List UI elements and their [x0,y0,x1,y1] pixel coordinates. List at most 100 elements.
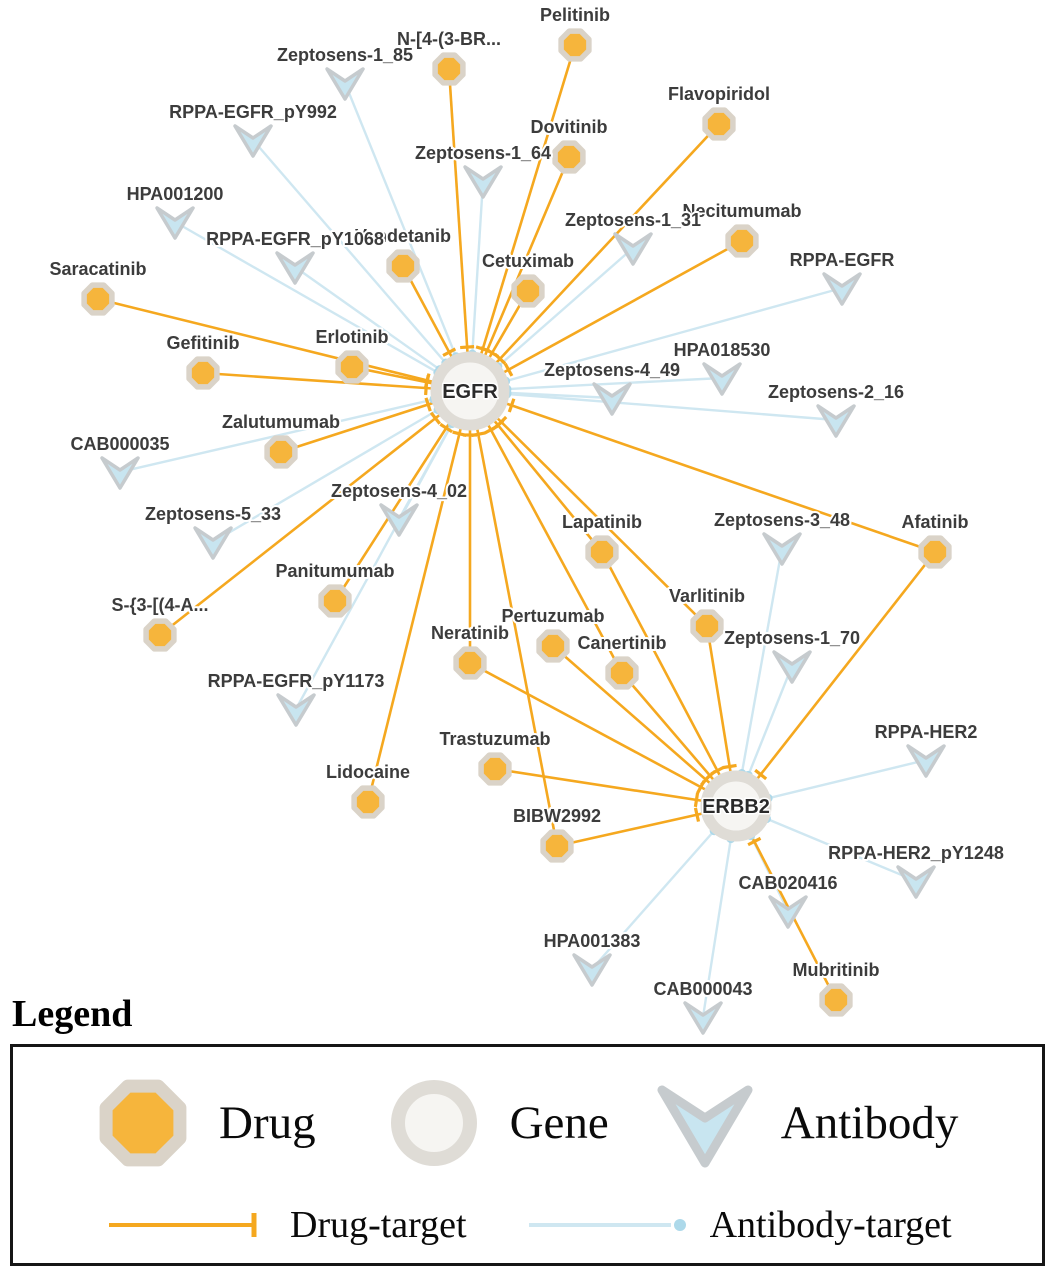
node-drug-n-4-3-br[interactable] [432,52,466,86]
node-drug-s-3-4-a[interactable] [143,618,177,652]
antibody-icon [657,1085,753,1168]
node-drug-necitumumab[interactable] [725,224,759,258]
drug-label-trastuzumab: Trastuzumab [439,729,550,749]
node-antibody-rppa-egfr[interactable] [822,272,862,306]
node-antibody-zeptosens-2-16[interactable] [816,404,856,438]
node-antibody-zeptosens-1-70[interactable] [772,650,812,684]
legend-item-antibody: Antibody [653,1071,958,1175]
node-gene-egfr[interactable] [430,351,510,431]
edge-tee-mubritinib [747,836,762,847]
drug-label-afatinib: Afatinib [902,512,969,532]
edge-drug-target-necitumumab [469,239,743,393]
node-antibody-rppa-egfr-py1068[interactable] [275,251,315,285]
drug-octagon-flavopiridol [702,107,736,141]
drug-label-varlitinib: Varlitinib [669,586,745,606]
node-drug-saracatinib[interactable] [81,282,115,316]
node-drug-afatinib[interactable] [918,535,952,569]
edge-drug-target-afatinib [734,551,937,807]
node-drug-cetuximab[interactable] [511,274,545,308]
antibody-chevron-rppa-egfr-py1173 [276,693,316,727]
edge-drug-target-lapatinib [600,551,738,807]
node-drug-trastuzumab[interactable] [478,752,512,786]
drug-label-lidocaine: Lidocaine [326,762,410,782]
legend-title: Legend [12,993,133,1035]
drug-octagon-lapatinib [585,535,619,569]
drug-octagon-panitumumab [318,584,352,618]
node-drug-vandetanib[interactable] [386,249,420,283]
node-antibody-zeptosens-5-33[interactable] [193,526,233,560]
edge-drug-target-bibw2992 [468,390,559,847]
node-gene-erbb2[interactable] [700,770,772,842]
edge-drug-target-neratinib [469,661,737,808]
edge-antibody-target-rppa-egfr-py992 [252,139,471,392]
drug-octagon-pelitinib [558,28,592,62]
node-drug-canertinib[interactable] [605,656,639,690]
node-antibody-zeptosens-3-48[interactable] [762,532,802,566]
drug-label-s-3-4-a: S-{3-[(4-A... [111,595,208,615]
antibody-label-rppa-egfr-py992: RPPA-EGFR_pY992 [169,102,337,122]
node-drug-dovitinib[interactable] [552,140,586,174]
node-antibody-rppa-her2-py1248[interactable] [896,865,936,899]
node-antibody-hpa001383[interactable] [572,953,612,987]
antibody-label-zeptosens-5-33: Zeptosens-5_33 [145,504,281,524]
node-drug-zalutumumab[interactable] [264,435,298,469]
antibody-chevron-zeptosens-1-64 [463,165,503,199]
edge-tee-panitumumab [439,422,453,434]
node-drug-flavopiridol[interactable] [702,107,736,141]
legend-item-antibody-target: Antibody-target [523,1203,952,1247]
node-antibody-zeptosens-1-85[interactable] [325,67,365,101]
node-antibody-zeptosens-1-64[interactable] [463,165,503,199]
drug-icon [99,1079,187,1167]
node-drug-pertuzumab[interactable] [536,629,570,663]
node-antibody-hpa001200[interactable] [155,206,195,240]
edge-drug-target-varlitinib [469,390,708,627]
antibody-chevron-zeptosens-2-16 [816,404,856,438]
drug-octagon-bibw2992 [540,829,574,863]
edge-tee-bibw2992 [471,431,486,438]
node-antibody-rppa-egfr-py992[interactable] [233,124,273,158]
node-drug-bibw2992[interactable] [540,829,574,863]
gene-label-egfr: EGFR [442,381,498,403]
antibody-chevron-hpa001200 [155,206,195,240]
node-antibody-cab000035[interactable] [100,456,140,490]
antibody-chevron-hpa001383 [572,953,612,987]
node-antibody-cab000043[interactable] [683,1001,723,1035]
edge-tee-n-4-3-br [460,345,475,350]
node-drug-panitumumab[interactable] [318,584,352,618]
drug-octagon-varlitinib [690,609,724,643]
antibody-label-cab000035: CAB000035 [70,434,169,454]
edge-tee-canertinib [483,425,498,435]
edge-antibody-target-zeptosens-5-33 [212,389,471,544]
drug-label-saracatinib: Saracatinib [49,259,146,279]
antibody-label-zeptosens-2-16: Zeptosens-2_16 [768,382,904,402]
node-antibody-rppa-her2[interactable] [906,744,946,778]
node-drug-pelitinib[interactable] [558,28,592,62]
edge-drug-target-lidocaine [366,390,472,803]
edge-antibody-target-rppa-egfr-py1173 [294,390,472,710]
drug-label-necitumumab: Necitumumab [682,201,801,221]
edge-drug-target-panitumumab [333,390,472,602]
node-antibody-cab020416[interactable] [768,895,808,929]
edge-antibody-target-rppa-egfr [469,286,843,393]
gene-circle-erbb2 [700,770,772,842]
edge-antibody-target-hpa001200 [174,220,471,393]
node-drug-lapatinib[interactable] [585,535,619,569]
antibody-target-edge-icon [528,1219,686,1231]
edge-drug-target-n-4-3-br [447,68,472,392]
node-drug-neratinib[interactable] [453,646,487,680]
node-antibody-zeptosens-1-31[interactable] [613,232,653,266]
node-drug-lidocaine[interactable] [351,785,385,819]
node-drug-varlitinib[interactable] [690,609,724,643]
node-antibody-zeptosens-4-49[interactable] [592,382,632,416]
node-antibody-rppa-egfr-py1173[interactable] [276,693,316,727]
node-drug-gefitinib[interactable] [186,356,220,390]
drug-label-bibw2992: BIBW2992 [513,806,601,826]
drug-octagon-n-4-3-br [432,52,466,86]
node-drug-erlotinib[interactable] [335,350,369,384]
edge-tee-vandetanib [442,347,457,357]
drug-octagon-mubritinib [819,983,853,1017]
node-antibody-zeptosens-4-02[interactable] [379,503,419,537]
node-drug-mubritinib[interactable] [819,983,853,1017]
node-antibody-hpa018530[interactable] [702,362,742,396]
